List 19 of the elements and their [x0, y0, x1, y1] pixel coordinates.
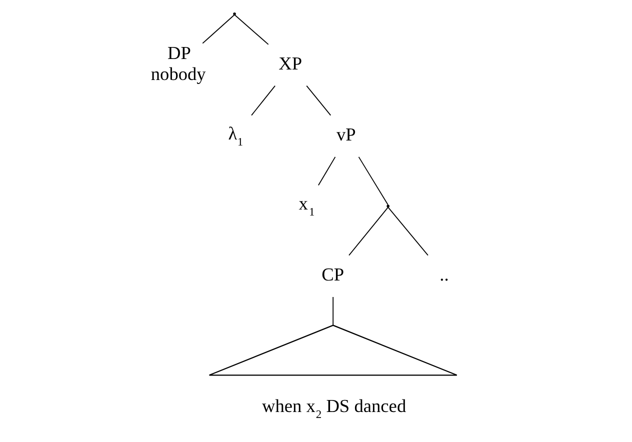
node-text: vP [336, 124, 356, 145]
connector [251, 85, 276, 116]
connector [202, 14, 235, 44]
connector [348, 207, 388, 256]
connector [358, 156, 388, 206]
node-text: x$_{1}$ [298, 193, 315, 218]
connector [306, 85, 332, 116]
connector [234, 14, 269, 45]
node-point [386, 204, 390, 208]
node-text: CP [322, 264, 344, 284]
connector [332, 296, 334, 326]
node-text: .. [440, 264, 449, 284]
node-text: DP nobody [150, 43, 206, 84]
node-text: XP [278, 54, 302, 74]
node-text: λ$_{1}$ [228, 123, 244, 148]
node-label: when x$_{2}$ DS danced [262, 396, 406, 422]
connector [388, 207, 428, 256]
connector [318, 156, 336, 186]
node-point [233, 12, 236, 16]
